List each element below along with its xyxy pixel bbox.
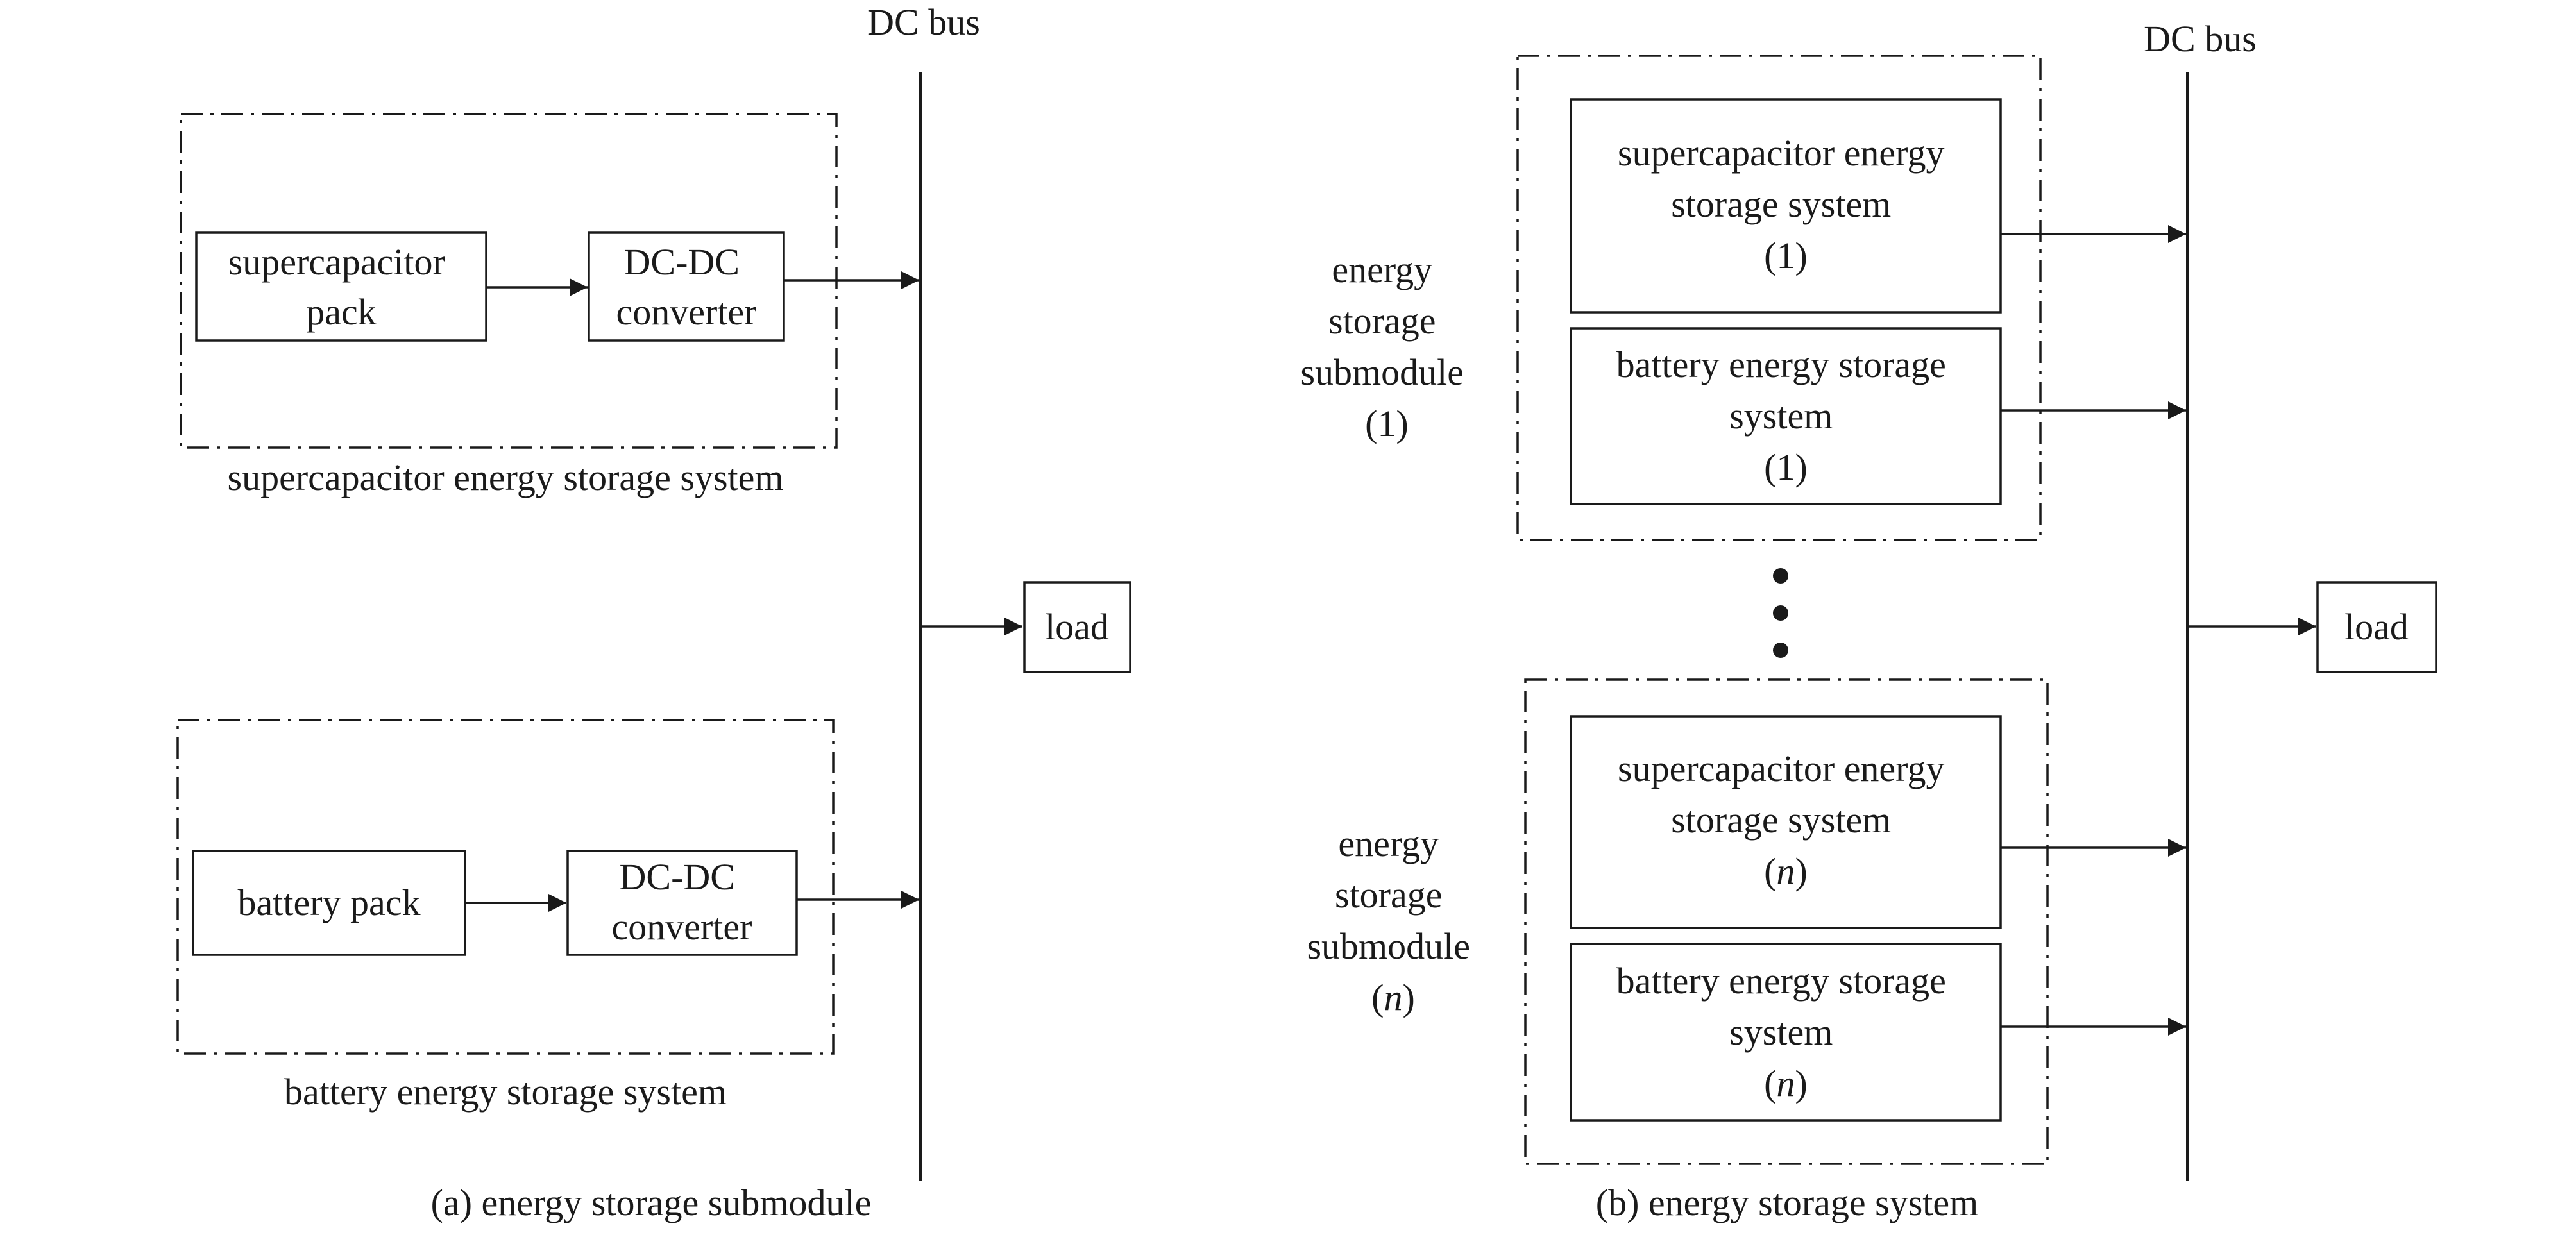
panel-a-load-box xyxy=(1023,581,1131,673)
panel-b-caption: (b) energy storage system xyxy=(1596,1182,1978,1223)
panel-a-bat-converter-box xyxy=(566,850,798,956)
panel-a-load-label: load xyxy=(1045,606,1109,648)
panel-a-sc-converter-label: DC-DC converter xyxy=(616,241,757,333)
ellipsis-dot-2 xyxy=(1773,605,1788,621)
panel-a-sc-pack-label: supercapacitor pack xyxy=(228,241,455,333)
panel-b-submodule-n-label: energy storage submodule (n) xyxy=(1307,823,1479,1018)
panel-a-sc-converter-box xyxy=(588,231,785,342)
panel-b-sc-box-n-label: supercapacitor energy storage system (n) xyxy=(1618,748,1954,892)
ellipsis-dot-1 xyxy=(1773,568,1788,584)
panel-b-submodule-n-boundary xyxy=(1524,678,2049,1165)
panel-a-bus-label: DC bus xyxy=(867,1,980,43)
panel-b-bat-box-1 xyxy=(1570,327,2002,505)
panel-a-bat-group-boundary xyxy=(176,719,835,1055)
panel-b-sc-box-1 xyxy=(1570,98,2002,314)
panel-a-bat-pack-box xyxy=(192,850,466,956)
panel-b-submodule-1-boundary xyxy=(1516,55,2042,541)
panel-b-ellipsis xyxy=(1773,568,1788,658)
ellipsis-dot-3 xyxy=(1773,643,1788,658)
panel-a-caption: (a) energy storage submodule xyxy=(431,1182,872,1223)
panel-b-submodule-1-label: energy storage submodule (1) xyxy=(1300,249,1473,444)
panel-b-load-label: load xyxy=(2344,606,2409,648)
panel-a-bat-group-label: battery energy storage system xyxy=(284,1071,727,1113)
panel-b-sc-box-1-label: supercapacitor energy storage system (1) xyxy=(1618,132,1954,276)
panel-a-sc-group-label: supercapacitor energy storage system xyxy=(228,457,784,498)
panel-b-bus-label: DC bus xyxy=(2144,18,2257,60)
panel-a: DC bus supercapacitor pack DC-DC convert… xyxy=(176,1,1131,1223)
panel-b-sc-box-n xyxy=(1570,715,2002,929)
panel-a-bat-converter-label: DC-DC converter xyxy=(612,856,752,948)
panel-b: DC bus energy storage submodule (1) supe… xyxy=(1300,18,2437,1223)
panel-b-load-box xyxy=(2316,581,2437,673)
panel-b-bat-box-n xyxy=(1570,943,2002,1122)
panel-a-bat-pack-label: battery pack xyxy=(237,882,420,923)
panel-b-bat-box-1-label: battery energy storage system (1) xyxy=(1616,344,1956,488)
panel-b-bat-box-n-label: battery energy storage system (n) xyxy=(1616,960,1956,1104)
